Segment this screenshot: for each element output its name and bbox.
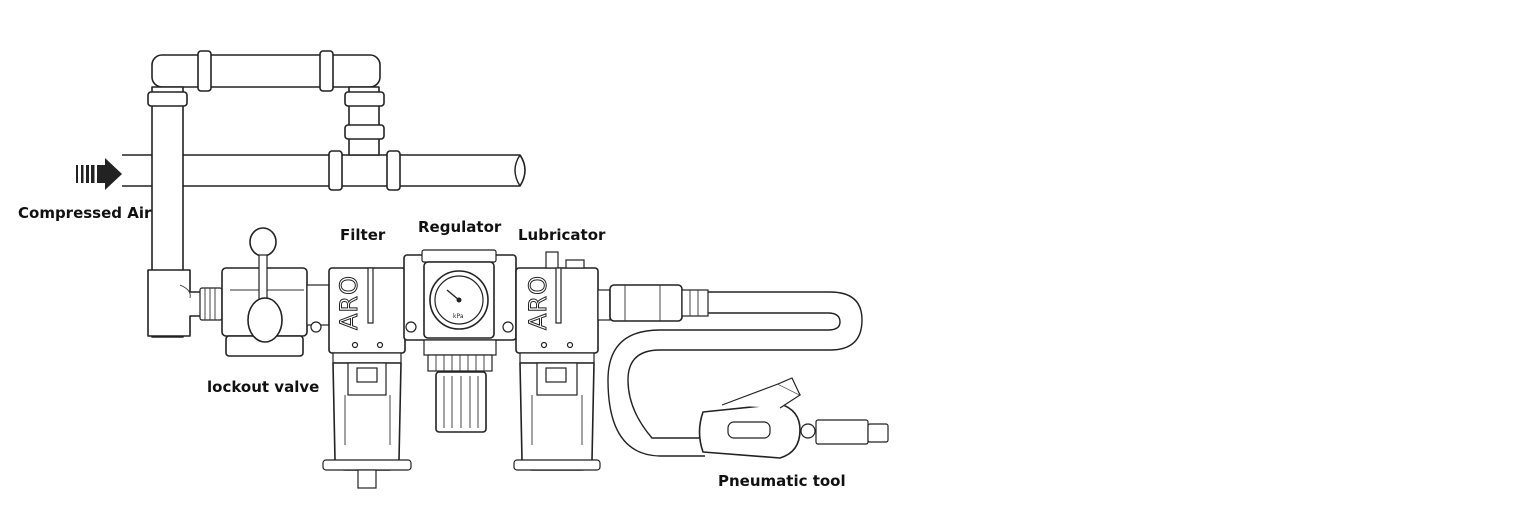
filter-label: Filter [340, 226, 386, 244]
air-hose [607, 291, 863, 457]
pneumatic-tool-label: Pneumatic tool [718, 472, 846, 490]
regulator-unit: kPa [403, 249, 517, 433]
lubricator-brand-logo: ARO [524, 275, 552, 330]
lockout-valve [221, 227, 308, 357]
filter-brand-logo: ARO [335, 275, 363, 330]
lockout-valve-label: lockout valve [207, 378, 319, 396]
gauge-unit-label: kPa [453, 313, 464, 320]
regulator-label: Regulator [418, 218, 502, 236]
airflow-arrow-icon [76, 158, 122, 190]
lubricator-unit: ARO [513, 251, 601, 471]
compressed-air-label: Compressed Air [18, 204, 152, 222]
lubricator-label: Lubricator [518, 226, 606, 244]
pneumatic-tool [698, 377, 889, 459]
quick-coupler [597, 284, 709, 322]
filter-unit: ARO [322, 267, 412, 489]
supply-pipework [122, 50, 526, 338]
